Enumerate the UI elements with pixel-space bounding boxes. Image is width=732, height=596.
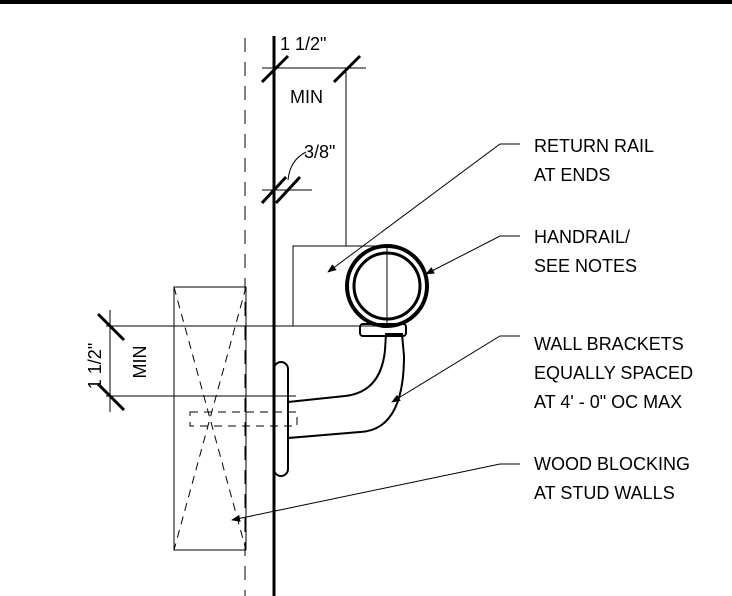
callout-return-rail-line1: RETURN RAIL [534, 136, 654, 156]
callout-return-rail-line2: AT ENDS [534, 165, 610, 185]
side-dimension [96, 310, 296, 412]
wall-gap-value: 3/8" [304, 142, 335, 162]
wood-blocking-leader [231, 463, 520, 522]
wood-blocking [173, 286, 247, 551]
return-rail-outline [292, 245, 388, 327]
bracket-arm [287, 333, 406, 440]
callout-wood-blocking-line1: WOOD BLOCKING [534, 454, 690, 474]
wall-brackets-leader [391, 335, 520, 403]
side-dimension-value: 1 1/2" [85, 343, 105, 389]
top-dimension-value: 1 1/2" [280, 34, 326, 54]
bracket-wall-plate [273, 361, 289, 477]
top-border [0, 0, 732, 4]
side-dimension-min: MIN [130, 346, 150, 379]
return-rail-leader [327, 143, 520, 273]
top-dimension-min: MIN [290, 87, 323, 107]
callout-wall-brackets-line2: EQUALLY SPACED [534, 363, 693, 383]
callout-wood-blocking-line2: AT STUD WALLS [534, 483, 675, 503]
callout-handrail-line1: HANDRAIL/ [534, 227, 630, 247]
bracket-fastener [189, 411, 298, 427]
wall-gap-dimension [260, 151, 312, 205]
top-dimension [260, 54, 366, 246]
callout-handrail-line2: SEE NOTES [534, 256, 637, 276]
handrail-leader [425, 235, 520, 275]
callout-wall-brackets-line1: WALL BRACKETS [534, 334, 684, 354]
callout-wall-brackets-line3: AT 4' - 0" OC MAX [534, 392, 682, 412]
